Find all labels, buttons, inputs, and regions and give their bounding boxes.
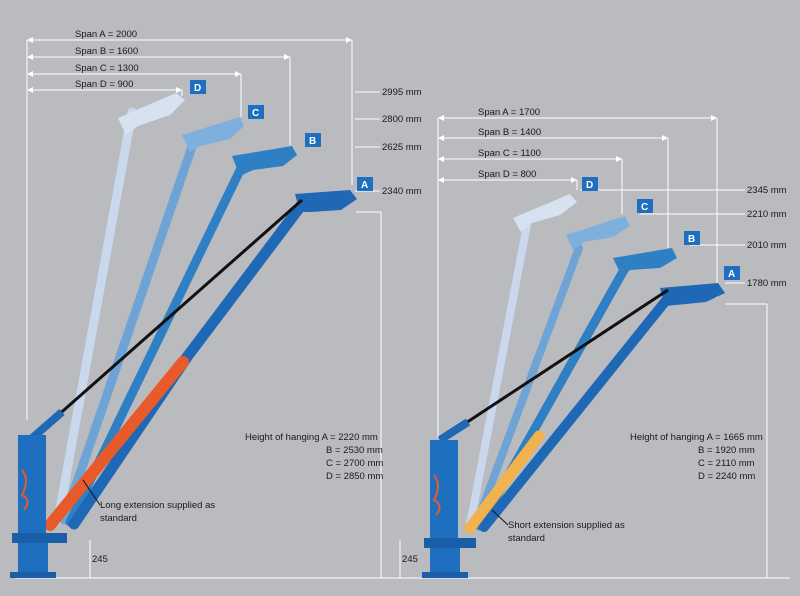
left-span-a-label: Span A = 2000 bbox=[75, 29, 137, 40]
svg-text:D: D bbox=[194, 83, 201, 94]
left-boom-d bbox=[53, 107, 137, 525]
left-span-b-label: Span B = 1600 bbox=[75, 46, 138, 57]
right-span-arrows bbox=[438, 115, 717, 183]
right-note-leader bbox=[491, 509, 509, 526]
right-crane: Span A = 1700 Span B = 1400 Span C = 110… bbox=[399, 107, 790, 579]
right-height-b-label: 2010 mm bbox=[747, 240, 787, 251]
right-badge-c bbox=[637, 199, 653, 213]
right-mast bbox=[430, 440, 458, 540]
right-hanging-b: B = 1920 mm bbox=[698, 445, 755, 456]
right-jib-a bbox=[660, 283, 725, 306]
left-crane: Span A = 2000 Span B = 1600 Span C = 130… bbox=[10, 29, 422, 579]
right-short-extension bbox=[464, 430, 545, 534]
svg-text:B: B bbox=[688, 234, 695, 245]
left-jib-b bbox=[232, 146, 297, 176]
svg-text:C: C bbox=[641, 202, 648, 213]
left-span-arrows bbox=[27, 37, 352, 93]
right-boom-d bbox=[466, 221, 531, 529]
right-height-c-label: 2210 mm bbox=[747, 209, 787, 220]
left-base-height-label: 245 bbox=[92, 554, 108, 565]
right-badge-b bbox=[684, 231, 700, 245]
left-base-plate bbox=[12, 533, 67, 543]
left-badge-a bbox=[357, 177, 373, 191]
right-boom-a bbox=[479, 293, 673, 532]
left-span-c-label: Span C = 1300 bbox=[75, 63, 139, 74]
left-height-a-label: 2340 mm bbox=[382, 186, 422, 197]
right-height-a-label: 1780 mm bbox=[747, 278, 787, 289]
left-jib-a bbox=[295, 190, 357, 212]
left-boom-a bbox=[181, 197, 309, 363]
svg-text:A: A bbox=[728, 269, 735, 280]
right-badge-d bbox=[582, 177, 598, 191]
svg-text:A: A bbox=[361, 180, 368, 191]
left-span-d-label: Span D = 900 bbox=[75, 79, 133, 90]
right-base-post bbox=[430, 548, 460, 573]
left-hanging-a: Height of hanging A = 2220 mm bbox=[245, 432, 378, 443]
right-hanging-c: C = 2110 mm bbox=[698, 458, 755, 469]
right-span-a-label: Span A = 1700 bbox=[478, 107, 540, 118]
left-hydraulic-ram bbox=[29, 198, 303, 442]
right-extension-note-line1: Short extension supplied as bbox=[508, 520, 625, 531]
left-hanging-b: B = 2530 mm bbox=[326, 445, 383, 456]
left-extension-note-line2: standard bbox=[100, 513, 137, 524]
left-note-leader bbox=[82, 479, 101, 506]
right-base-height-label: 245 bbox=[402, 554, 418, 565]
right-jib-d bbox=[513, 194, 577, 232]
right-base-plate bbox=[424, 538, 476, 548]
right-height-d-label: 2345 mm bbox=[747, 185, 787, 196]
left-boom-c bbox=[59, 133, 200, 525]
right-boom-c bbox=[472, 244, 583, 529]
left-foot bbox=[10, 572, 56, 578]
svg-text:D: D bbox=[586, 180, 593, 191]
left-badge-c bbox=[248, 105, 264, 119]
left-badge-d bbox=[190, 80, 206, 94]
left-base-post bbox=[18, 543, 48, 573]
right-height-lines bbox=[420, 189, 790, 579]
right-hanging-a: Height of hanging A = 1665 mm bbox=[630, 432, 763, 443]
left-jib-c bbox=[182, 117, 244, 152]
right-hydraulic-ram bbox=[439, 288, 669, 442]
right-ram-cylinder bbox=[437, 418, 471, 444]
left-height-d-label: 2995 mm bbox=[382, 87, 422, 98]
right-span-lines bbox=[437, 117, 718, 438]
right-brand-mark bbox=[432, 474, 441, 516]
right-badge-a bbox=[724, 266, 740, 280]
left-span-lines bbox=[26, 39, 353, 420]
left-badge-b bbox=[305, 133, 321, 147]
left-height-b-label: 2625 mm bbox=[382, 142, 422, 153]
right-jib-c bbox=[566, 216, 630, 250]
left-extension-note-line1: Long extension supplied as bbox=[100, 500, 215, 511]
left-height-c-label: 2800 mm bbox=[382, 114, 422, 125]
right-foot bbox=[422, 572, 468, 578]
right-extension-note-line2: standard bbox=[508, 533, 545, 544]
left-hanging-d: D = 2850 mm bbox=[326, 471, 383, 482]
svg-text:B: B bbox=[309, 136, 316, 147]
left-jib-d bbox=[118, 93, 185, 135]
left-long-extension bbox=[44, 356, 189, 531]
right-span-b-label: Span B = 1400 bbox=[478, 127, 541, 138]
left-mast bbox=[18, 435, 46, 535]
right-hanging-d: D = 2240 mm bbox=[698, 471, 755, 482]
left-brand-mark bbox=[20, 469, 29, 511]
right-span-d-label: Span D = 800 bbox=[478, 169, 536, 180]
right-jib-b bbox=[613, 248, 677, 277]
svg-text:C: C bbox=[252, 108, 259, 119]
right-span-c-label: Span C = 1100 bbox=[478, 148, 541, 159]
left-hanging-c: C = 2700 mm bbox=[326, 458, 383, 469]
